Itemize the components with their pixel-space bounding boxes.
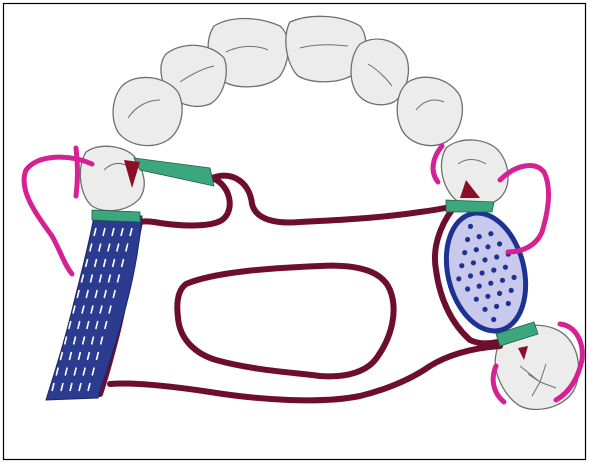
saddle-dot (482, 257, 487, 262)
saddle-dot (491, 317, 496, 322)
saddle-dot (488, 231, 493, 236)
saddle-dot (497, 241, 502, 246)
saddle-dot (491, 268, 496, 273)
saddle-dot (500, 278, 505, 283)
saddle-dot (459, 263, 464, 268)
saddle-dot (503, 265, 508, 270)
saddle-dot (456, 276, 461, 281)
saddle-dot (497, 291, 502, 296)
saddle-dot (465, 237, 470, 242)
saddle-dot (474, 247, 479, 252)
occlusal-rest-right (446, 200, 494, 212)
saddle-dot (468, 224, 473, 229)
saddle-dot (509, 288, 514, 293)
saddle-dot (485, 244, 490, 249)
saddle-dot (474, 297, 479, 302)
saddle-dot (494, 304, 499, 309)
saddle-dot (482, 307, 487, 312)
tooth-icon (397, 77, 462, 145)
saddle-dot (477, 284, 482, 289)
saddle-dot (477, 234, 482, 239)
saddle-dot (462, 250, 467, 255)
saddle-dot (494, 254, 499, 259)
saddle-dot (506, 301, 511, 306)
saddle-dot (488, 281, 493, 286)
tooth-icon (113, 77, 182, 145)
saddle-dot (468, 273, 473, 278)
saddle-dot (480, 270, 485, 275)
saddle-dot (465, 286, 470, 291)
saddle-dot (471, 260, 476, 265)
occlusal-rest-left-distal (92, 210, 140, 222)
saddle-dot (485, 294, 490, 299)
clasp-tip-left (76, 148, 78, 196)
saddle-dot (511, 275, 516, 280)
